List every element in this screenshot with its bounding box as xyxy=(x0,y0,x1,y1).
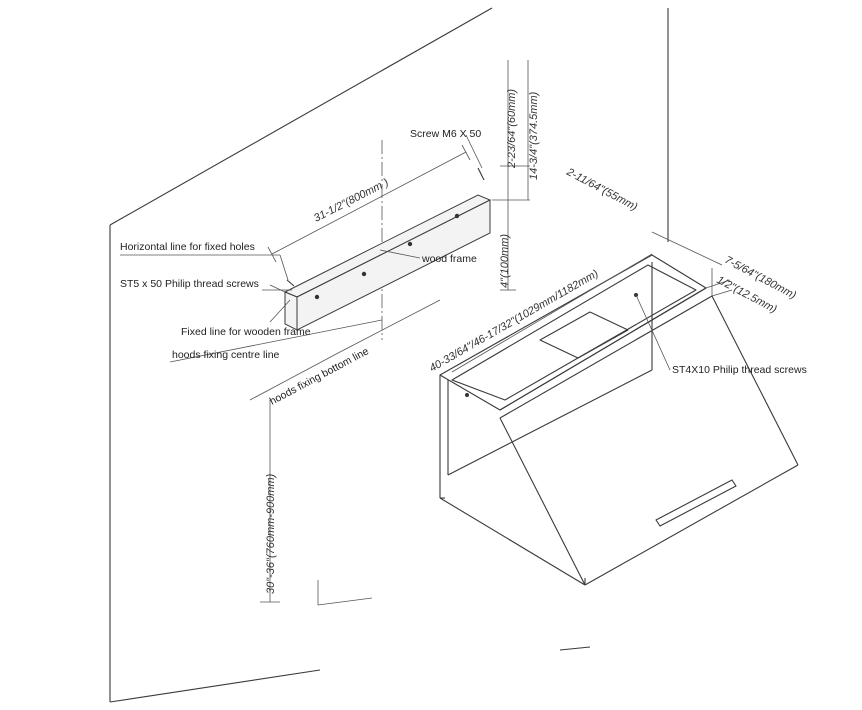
dim-height-to-screw: 14-3/4"(374.5mm) xyxy=(528,91,540,180)
wall xyxy=(109,7,669,703)
dimension-lines xyxy=(267,60,733,373)
dim-mount-height: 30"-36"(760mm-900mm) xyxy=(265,473,277,594)
hood-screw xyxy=(465,393,469,397)
dim-screw-offset: 2-23/64"(60mm) xyxy=(506,89,518,169)
wood-frame xyxy=(269,167,492,331)
left-screw xyxy=(286,279,295,287)
label-hoods-centre: hoods fixing centre line xyxy=(172,349,280,361)
range-hood xyxy=(439,254,799,586)
label-horizontal-line: Horizontal line for fixed holes xyxy=(120,241,255,253)
label-st5-screws: ST5 x 50 Philip thread screws xyxy=(120,278,259,290)
frame-screw xyxy=(454,213,460,219)
frame-screw xyxy=(314,294,320,300)
dim-back-offset: 2-11/64"(55mm) xyxy=(564,166,640,214)
frame-screw xyxy=(361,271,367,277)
fixing-guides xyxy=(169,140,441,606)
label-fixed-line-wood: Fixed line for wooden frame xyxy=(181,326,311,338)
label-st4-screws: ST4X10 Philip thread screws xyxy=(672,364,807,376)
leader-lines xyxy=(120,134,671,371)
label-wood-frame: wood frame xyxy=(421,253,477,265)
label-hoods-bottom: hoods fixing bottom line xyxy=(268,345,371,407)
dim-frame-height: 4"(100mm) xyxy=(499,234,511,288)
m6-screw xyxy=(477,167,485,181)
dim-frame-width: 31-1/2"(800mm ) xyxy=(312,177,391,225)
frame-screw xyxy=(407,241,413,247)
label-screw-m6: Screw M6 X 50 xyxy=(410,128,481,140)
